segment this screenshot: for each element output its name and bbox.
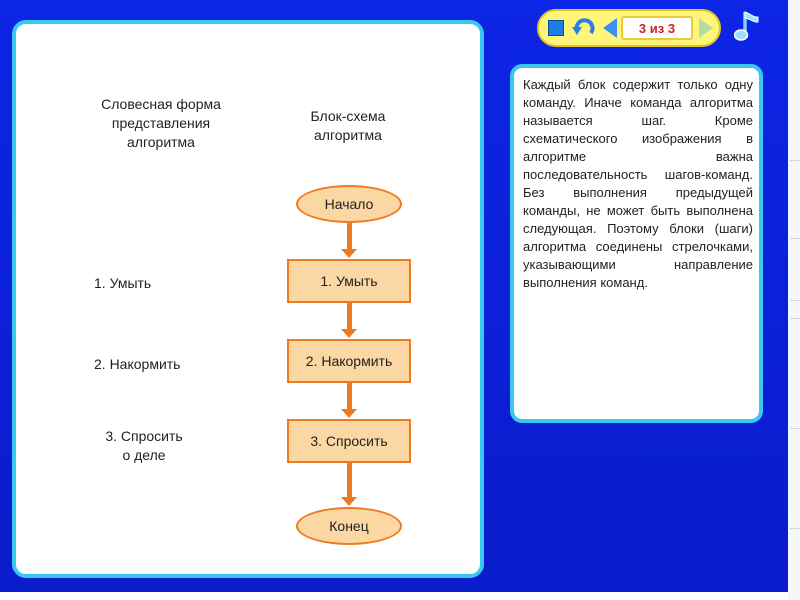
navigation-toolbar: 3 из 3 — [537, 9, 721, 47]
algorithm-panel: Словесная форма представления алгоритма … — [12, 20, 484, 578]
flowchart-end: Конец — [296, 507, 402, 545]
flow-arrow — [339, 303, 359, 339]
slide-counter: 3 из 3 — [621, 16, 693, 40]
flowchart-step-1: 1. Умыть — [287, 259, 411, 303]
music-note-icon[interactable] — [734, 8, 764, 44]
page-edge — [788, 0, 800, 600]
replay-icon[interactable] — [571, 15, 599, 41]
prev-arrow-icon[interactable] — [603, 18, 617, 38]
heading-verbal-form: Словесная форма представления алгоритма — [101, 96, 221, 150]
slide-background: 3 из 3 Словесная форма представления алг… — [0, 0, 788, 592]
flowchart-step-3: 3. Спросить — [287, 419, 411, 463]
explanation-panel: Каждый блок содержит только одну команду… — [510, 64, 763, 423]
heading-flowchart: Блок-схема алгоритма — [310, 108, 386, 143]
stop-icon[interactable] — [548, 20, 564, 36]
flowchart-start: Начало — [296, 185, 402, 223]
verbal-step-2: 2. Накормить — [94, 356, 181, 372]
explanation-text: Каждый блок содержит только одну команду… — [523, 77, 753, 290]
verbal-step-1: 1. Умыть — [94, 275, 152, 291]
flowchart-step-2: 2. Накормить — [287, 339, 411, 383]
flow-arrow — [339, 463, 359, 507]
next-arrow-icon[interactable] — [699, 18, 713, 38]
flow-arrow — [339, 383, 359, 419]
verbal-step-3: 3. Спросить о деле — [105, 428, 183, 463]
flow-arrow — [339, 223, 359, 259]
